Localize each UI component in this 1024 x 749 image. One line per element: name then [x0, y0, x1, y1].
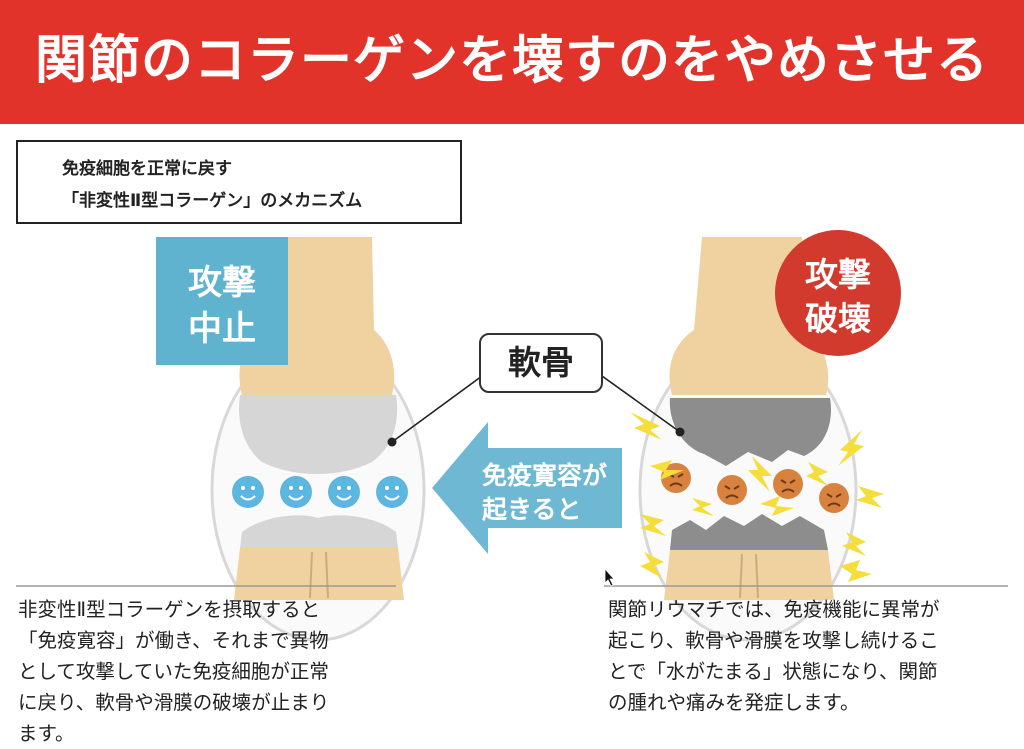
left-description-line: ます。 — [18, 722, 75, 745]
attack-destroy-line2: 破壊 — [805, 299, 871, 338]
attack-destroy-line1: 攻撃 — [805, 255, 871, 294]
happy-cell — [376, 476, 408, 508]
right-bone-gap — [739, 553, 759, 599]
left-description: 非変性Ⅱ型コラーゲンを摂取すると 「免疫寛容」が働き、それまで異物 として攻撃し… — [18, 594, 329, 749]
attack-destroy-badge: 攻撃 破壊 — [775, 230, 901, 356]
immune-tolerance-arrow — [432, 422, 622, 554]
right-lower-bone — [664, 550, 834, 600]
page-title: 関節のコラーゲンを壊すのをやめさせる — [34, 31, 989, 91]
left-upper-cartilage — [238, 395, 398, 474]
right-description-line: とで「水がたまる」状態になり、関節 — [608, 660, 938, 683]
angry-cell — [819, 483, 849, 513]
right-description-line: の腫れや痛みを発症します。 — [608, 691, 860, 714]
attack-stopped-line1: 攻撃 — [188, 263, 256, 303]
attack-stopped-line2: 中止 — [188, 309, 256, 349]
pain-sparks — [630, 412, 884, 582]
right-upper-cartilage — [669, 398, 831, 466]
happy-cells — [232, 476, 408, 508]
title-banner: 関節のコラーゲンを壊すのをやめさせる — [0, 0, 1024, 124]
angry-cell — [773, 469, 803, 499]
happy-cell — [280, 476, 312, 508]
left-description-line: 「免疫寛容」が働き、それまで異物 — [18, 629, 329, 652]
right-joint — [630, 237, 884, 642]
attack-stopped-badge: 攻撃 中止 — [156, 237, 288, 365]
mechanism-box: 免疫細胞を正常に戻す 「非変性Ⅱ型コラーゲン」のメカニズム — [16, 140, 462, 224]
happy-cell — [328, 476, 360, 508]
left-lower-bone — [234, 548, 404, 600]
left-description-line: 非変性Ⅱ型コラーゲンを摂取すると — [18, 598, 321, 621]
left-bone-gap — [309, 551, 329, 599]
mechanism-line1: 免疫細胞を正常に戻す — [62, 159, 232, 179]
arrow-line1: 免疫寛容が — [482, 461, 608, 490]
arrow-line2: 起きると — [482, 495, 582, 524]
left-description-line: として攻撃していた免疫細胞が正常 — [18, 660, 329, 683]
left-description-line: に戻り、軟骨や滑膜の破壊が止まり — [18, 691, 330, 714]
mouse-cursor-icon — [604, 567, 615, 587]
cartilage-pointer-right — [601, 375, 681, 433]
right-lower-cartilage — [670, 514, 828, 550]
cartilage-label: 軟骨 — [479, 333, 603, 393]
mechanism-line2: 「非変性Ⅱ型コラーゲン」のメカニズム — [62, 191, 363, 211]
cartilage-pointer-left — [391, 375, 483, 443]
right-description-line: 関節リウマチでは、免疫機能に異常が — [608, 598, 940, 621]
right-description-line: 起こり、軟骨や滑膜を攻撃し続けるこ — [608, 629, 939, 652]
happy-cell — [232, 476, 264, 508]
right-description: 関節リウマチでは、免疫機能に異常が 起こり、軟骨や滑膜を攻撃し続けるこ とで「水… — [608, 594, 940, 718]
left-lower-cartilage — [240, 515, 398, 548]
angry-cell — [717, 475, 747, 505]
